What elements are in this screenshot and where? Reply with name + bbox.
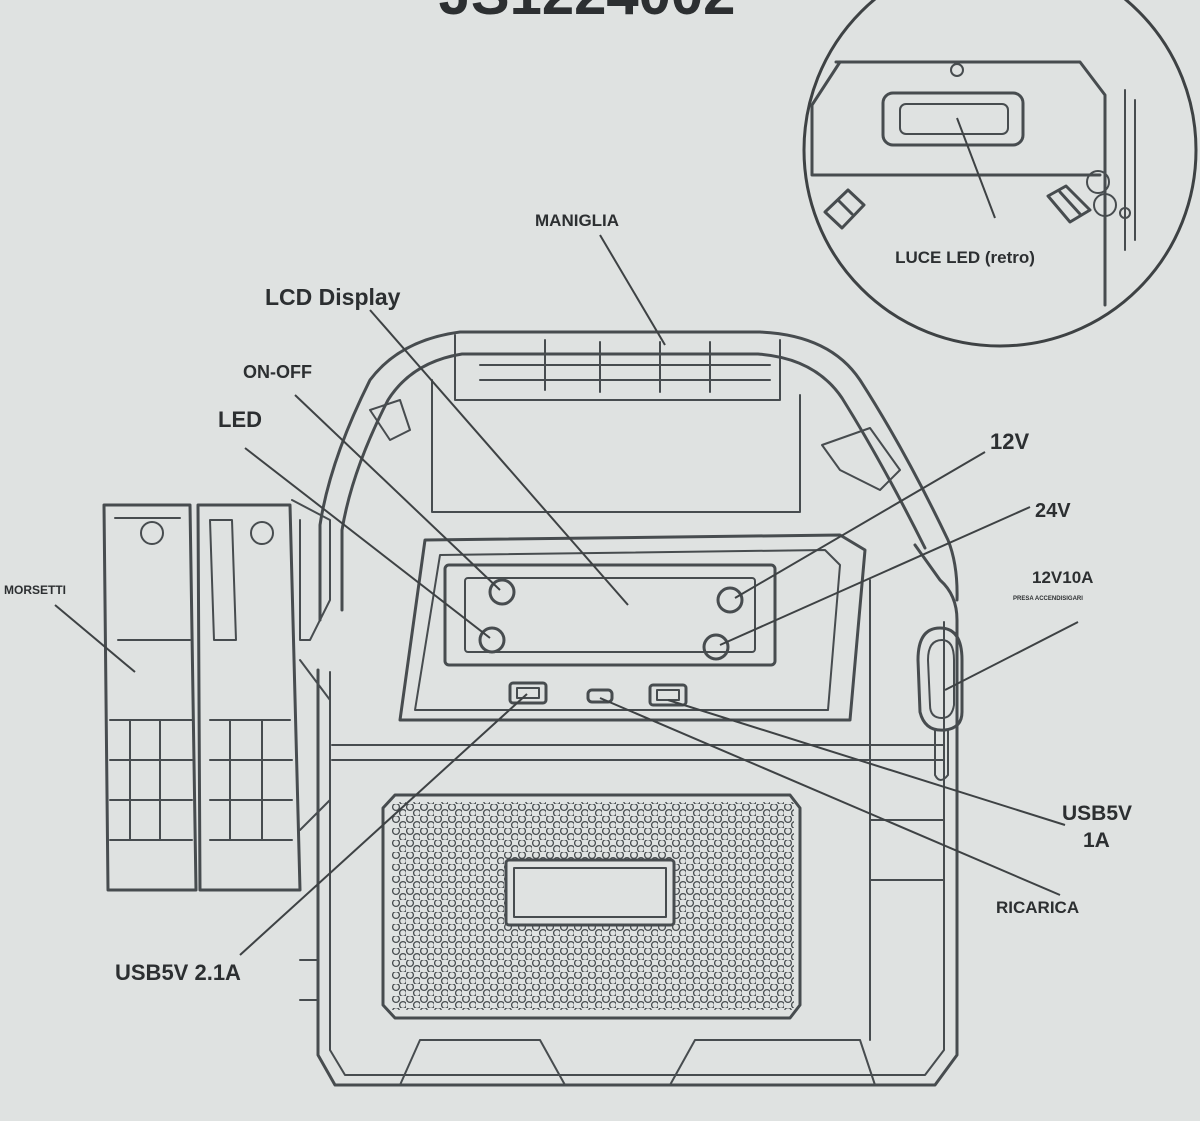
indicator-24v [702,633,730,661]
leader-handle [599,234,666,346]
leader-usb-2-1a [239,693,528,956]
leader-on-off [294,394,501,591]
charge-port [586,688,614,704]
label-on-off: ON-OFF [243,362,312,382]
rear-led-light [881,91,1025,147]
rear-left-foot [823,188,866,230]
led-button [478,626,506,654]
leader-lcd [369,309,629,606]
lcd-display [443,563,777,667]
label-usb-2-1a: USB5V 2.1A [115,960,241,985]
label-led: LED [218,407,262,432]
rear-led-caption: LUCE LED (retro) [895,248,1035,267]
speaker-grille [381,793,802,1020]
label-usb-1a-line2: 1A [1083,829,1110,852]
leader-socket [944,621,1079,691]
leader-led [244,447,491,639]
label-charge: RICARICA [996,898,1079,917]
rear-right-foot [1046,184,1092,224]
leader-clamps [54,604,136,673]
leader-charge [599,697,1061,896]
rear-led-inset: LUCE LED (retro) [802,0,1198,348]
label-12v: 12V [990,429,1029,454]
usb-port-1a [648,683,688,707]
jump-starter-device [102,330,964,1087]
usb-port-2-1a [508,681,548,705]
leader-12v [734,451,986,599]
leader-usb-1a [667,699,1066,826]
handle [318,330,959,622]
battery-clamps [102,499,331,892]
label-12v10a: 12V10A [1032,568,1093,587]
on-off-button [488,578,516,606]
label-clamps: MORSETTI [4,583,66,597]
leader-24v [719,506,1031,646]
label-socket-subtitle: PRESA ACCENDISIGARI [1013,596,1083,602]
leader-lines [54,234,1079,956]
label-usb-1a-line1: USB5V [1062,802,1132,825]
label-lcd-display: LCD Display [265,284,401,310]
label-handle: MANIGLIA [535,211,619,230]
indicator-12v [716,586,744,614]
label-24v: 24V [1035,500,1071,522]
cigarette-socket-12v10a [916,626,964,781]
model-code-title: JS1224002 [439,0,736,27]
front-panel [398,533,867,722]
